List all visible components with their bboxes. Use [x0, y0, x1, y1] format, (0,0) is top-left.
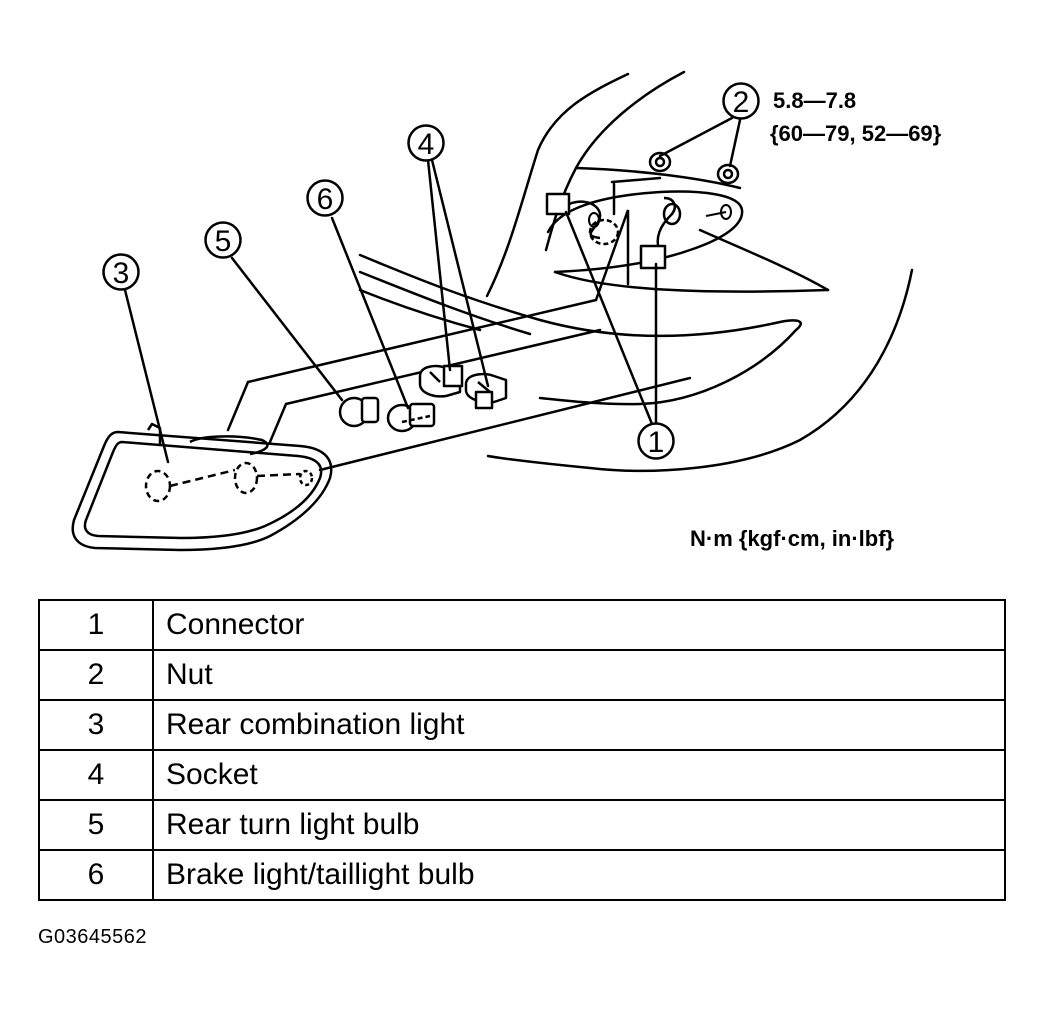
- connector-lower: [639, 196, 682, 270]
- callout-2-label: 2: [733, 86, 750, 119]
- rear-combination-light-housing: [71, 422, 333, 552]
- socket-left: [418, 364, 464, 398]
- figure-id: G03645562: [38, 926, 148, 948]
- legend-number: 4: [38, 749, 154, 801]
- legend-table: 1 Connector 2 Nut 3 Rear combination lig…: [38, 599, 1006, 901]
- legend-number: 6: [38, 849, 154, 901]
- brake-taillight-bulb: [386, 402, 436, 433]
- table-row: 2 Nut: [38, 649, 1006, 701]
- nut-left: [648, 151, 672, 173]
- table-row: 4 Socket: [38, 749, 1006, 801]
- units-note: N·m {kgf·cm, in·lbf}: [690, 526, 895, 551]
- torque-spec-line2: {60—79, 52—69}: [770, 121, 942, 146]
- exploded-guide-lines: [226, 176, 692, 472]
- legend-name: Socket: [152, 749, 1006, 801]
- leader-lines: [123, 116, 742, 464]
- legend-number: 1: [38, 599, 154, 651]
- legend-name: Rear turn light bulb: [152, 799, 1006, 851]
- table-row: 3 Rear combination light: [38, 699, 1006, 751]
- legend-number: 2: [38, 649, 154, 701]
- legend-number: 5: [38, 799, 154, 851]
- rear-turn-light-bulb: [338, 396, 380, 428]
- table-row: 6 Brake light/taillight bulb: [38, 849, 1006, 901]
- callout-5: 5: [204, 221, 242, 259]
- callout-1-label: 1: [648, 426, 665, 459]
- legend-name: Connector: [152, 599, 1006, 651]
- torque-spec-line1: 5.8—7.8: [773, 88, 856, 113]
- table-row: 1 Connector: [38, 599, 1006, 651]
- callout-1: 1: [637, 422, 675, 460]
- nut-right: [716, 163, 740, 185]
- socket-right: [464, 372, 508, 410]
- callout-3-label: 3: [113, 257, 130, 290]
- stud-marks: [588, 204, 732, 228]
- exploded-diagram: 1 2 3 4 5 6 5.8—7.8 {60—79, 52—69} N·m {…: [71, 70, 942, 552]
- callout-2: 2: [722, 82, 760, 120]
- callout-3: 3: [102, 253, 140, 291]
- legend-number: 3: [38, 699, 154, 751]
- callout-6-label: 6: [317, 183, 334, 216]
- table-row: 5 Rear turn light bulb: [38, 799, 1006, 851]
- legend-name: Nut: [152, 649, 1006, 701]
- callout-4-label: 4: [418, 128, 435, 161]
- vehicle-body: [358, 70, 914, 473]
- callout-5-label: 5: [215, 225, 232, 258]
- callout-6: 6: [306, 179, 344, 217]
- legend-name: Rear combination light: [152, 699, 1006, 751]
- legend-name: Brake light/taillight bulb: [152, 849, 1006, 901]
- callout-4: 4: [407, 124, 445, 162]
